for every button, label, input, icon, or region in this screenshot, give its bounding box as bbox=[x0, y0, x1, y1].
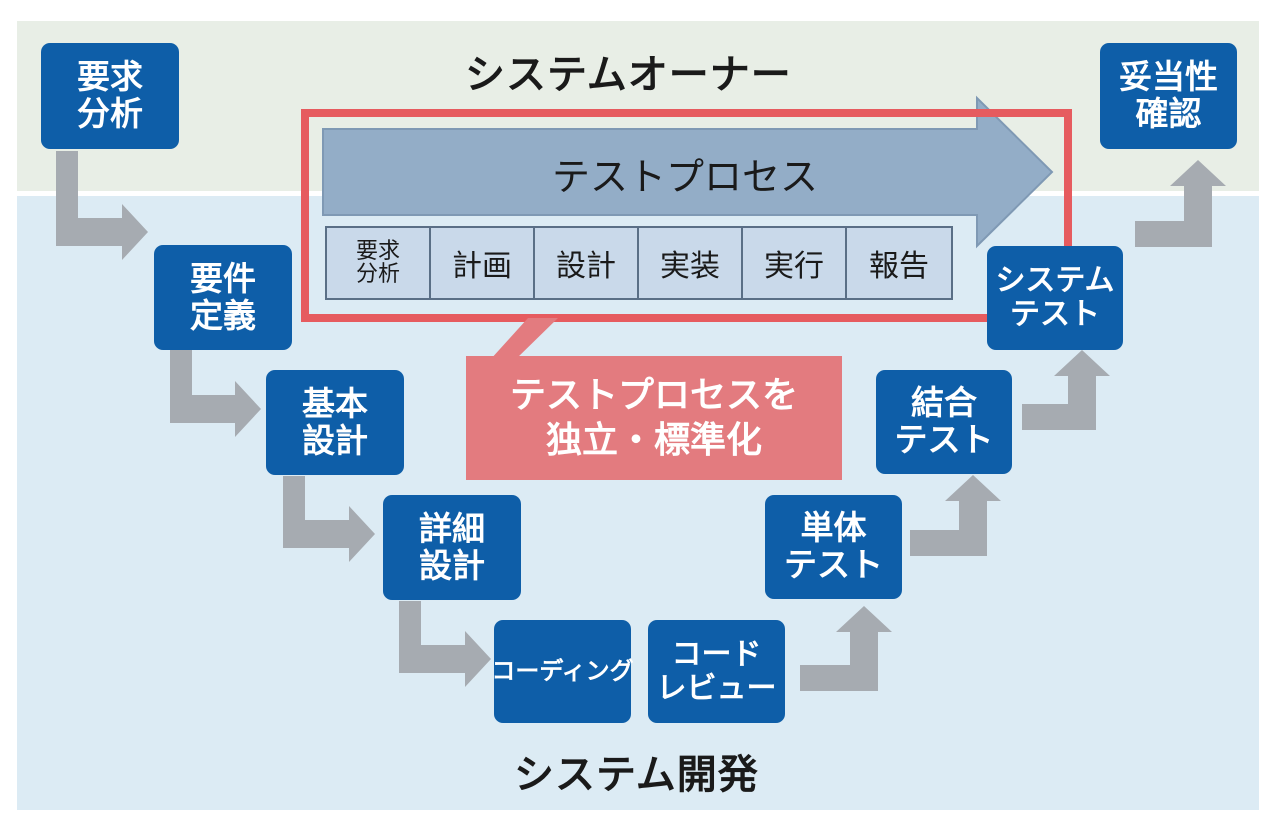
node-detailed-design: 詳細 設計 bbox=[383, 495, 521, 600]
callout-box: テストプロセスを 独立・標準化 bbox=[466, 356, 842, 480]
test-process-steps: 要求 分析 計画 設計 実装 実行 報告 bbox=[325, 226, 953, 300]
step-design: 設計 bbox=[535, 228, 639, 298]
highlight-frame bbox=[301, 109, 1072, 322]
connector-arrow-8 bbox=[1135, 160, 1226, 247]
node-unit-test: 単体 テスト bbox=[765, 495, 902, 599]
connector-arrow-2 bbox=[170, 350, 261, 437]
connector-arrow-5 bbox=[800, 606, 892, 691]
system-owner-label: システムオーナー bbox=[465, 52, 792, 98]
test-process-arrow bbox=[322, 95, 1054, 249]
callout-pointer bbox=[490, 318, 558, 360]
test-process-label: テストプロセス bbox=[551, 155, 818, 199]
connector-arrow-1 bbox=[56, 151, 148, 260]
connector-arrow-4 bbox=[399, 601, 491, 687]
connector-arrow-3 bbox=[283, 476, 375, 562]
step-planning: 計画 bbox=[431, 228, 535, 298]
node-basic-design: 基本 設計 bbox=[266, 370, 404, 475]
connector-arrow-6 bbox=[910, 475, 1001, 556]
step-execution: 実行 bbox=[743, 228, 847, 298]
connector-arrow-7 bbox=[1022, 350, 1110, 430]
step-requirements-analysis: 要求 分析 bbox=[327, 228, 431, 298]
node-system-test: システム テスト bbox=[987, 246, 1123, 350]
node-validation: 妥当性 確認 bbox=[1100, 43, 1237, 149]
step-report: 報告 bbox=[869, 249, 929, 284]
node-requirements-analysis: 要求 分析 bbox=[41, 43, 179, 149]
node-code-review: コード レビュー bbox=[648, 620, 785, 723]
node-coding: コーディング bbox=[491, 620, 634, 723]
node-integration-test: 結合 テスト bbox=[876, 370, 1012, 474]
system-development-label: システム開発 bbox=[514, 752, 759, 798]
node-requirements-definition: 要件 定義 bbox=[154, 245, 292, 350]
step-implementation: 実装 bbox=[639, 228, 743, 298]
